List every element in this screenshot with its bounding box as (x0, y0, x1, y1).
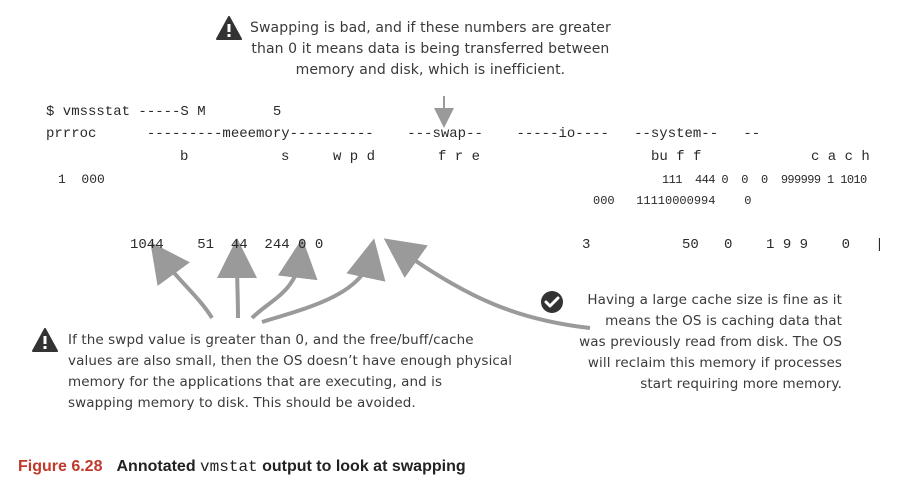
left-note-line: If the swpd value is greater than 0, and… (68, 332, 474, 348)
figure-caption: Figure 6.28 Annotated vmstat output to lo… (18, 458, 466, 476)
caption-text-before: Annotated (116, 458, 201, 475)
top-note-line: Swapping is bad, and if these numbers ar… (250, 20, 611, 36)
arrow-to-1044 (150, 241, 214, 320)
check-icon (541, 291, 563, 313)
caption-command: vmstat (200, 458, 258, 476)
right-note-line: will reclaim this memory if processes (587, 355, 842, 371)
vmstat-row-3-right: 50 0 1 9 9 0 | (682, 237, 884, 253)
left-note-line: values are also small, then the OS doesn… (68, 353, 513, 369)
vmstat-row-3-mid: 3 (582, 237, 591, 253)
left-note: If the swpd value is greater than 0, and… (68, 330, 512, 414)
arrow-to-244 (250, 238, 318, 320)
left-note-line: memory for the applications that are exe… (68, 374, 443, 390)
right-note-line: Having a large cache size is fine as it (587, 292, 842, 308)
right-note-line: start requiring more memory. (640, 376, 842, 392)
left-note-line: swapping memory to disk. This should be … (68, 395, 416, 411)
arrow-from-cache-note (383, 238, 591, 330)
vmstat-row-1-right: 111 444 0 0 0 999999 1 1010 (662, 173, 867, 187)
vmstat-row-2: 000 11110000994 0 (593, 194, 752, 208)
top-note-line: than 0 it means data is being transferre… (251, 41, 610, 57)
warning-icon (216, 16, 242, 40)
vmstat-header-line: prrroc ---------meeemory---------- ---sw… (46, 126, 761, 142)
figure-label: Figure 6.28 (18, 458, 103, 475)
caption-text-after: output to look at swapping (257, 458, 466, 475)
right-note: Having a large cache size is fine as it … (566, 290, 842, 395)
vmstat-command-line: $ vmssstat -----S M 5 (46, 104, 282, 120)
col-swpd: w p d (333, 149, 376, 165)
right-note-line: was previously read from disk. The OS (579, 334, 842, 350)
col-s: s (281, 149, 290, 165)
arrow-to-51 (217, 238, 258, 319)
top-note: Swapping is bad, and if these numbers ar… (250, 18, 611, 81)
col-buff: bu f f (651, 149, 702, 165)
col-b: b (180, 149, 189, 165)
col-free: f r e (438, 149, 481, 165)
vmstat-row-3-left: 1044 51 44 244 0 0 (130, 237, 324, 253)
vmstat-row-1-left: 1 000 (58, 172, 105, 187)
warning-icon (32, 328, 58, 352)
arrow-to-0 (261, 238, 386, 324)
top-note-line: memory and disk, which is inefficient. (295, 62, 566, 78)
right-note-line: means the OS is caching data that (605, 313, 842, 329)
col-cache: c a c h (811, 149, 870, 165)
